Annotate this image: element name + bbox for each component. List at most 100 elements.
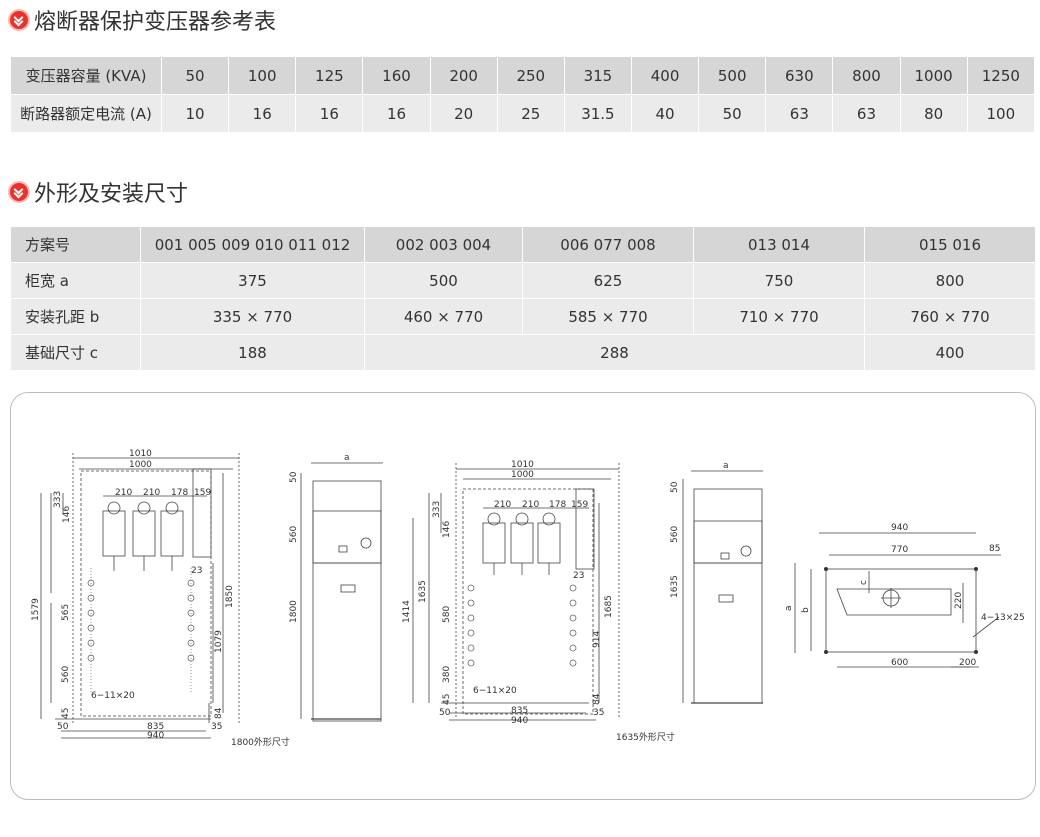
dim-210b: 210 (143, 488, 160, 498)
dimension-table: 方案号 001 005 009 010 011 012 002 003 004 … (10, 226, 1036, 371)
dim-23: 23 (191, 566, 202, 576)
table-cell: 460 × 770 (364, 298, 523, 335)
drawing-1800-side (300, 462, 383, 722)
dim-35: 35 (211, 722, 222, 732)
table-row: 方案号 001 005 009 010 011 012 002 003 004 … (10, 226, 1036, 263)
table-cell: 16 (362, 94, 431, 133)
fuse-reference-table: 变压器容量 (KVA) 50 100 125 160 200 250 315 4… (10, 56, 1036, 133)
row-header-scheme: 方案号 (10, 226, 141, 263)
dim-1000: 1000 (129, 460, 152, 470)
dim-1010: 1010 (129, 449, 152, 459)
dim-940: 940 (511, 716, 528, 726)
dim-914: 914 (592, 631, 602, 648)
table-cell: 315 (563, 56, 632, 95)
drawing-base-plan (794, 532, 1001, 668)
drawing-1800-front (40, 453, 240, 739)
table-row: 安装孔距 b 335 × 770 460 × 770 585 × 770 710… (10, 298, 1036, 335)
table-cell: 500 (364, 262, 523, 299)
table-cell: 013 014 (693, 226, 865, 263)
dim-210a: 210 (115, 488, 132, 498)
table-cell: 20 (429, 94, 498, 133)
table-cell: 16 (228, 94, 297, 133)
section-title-text: 外形及安装尺寸 (34, 182, 189, 207)
row-header-capacity: 变压器容量 (KVA) (10, 56, 162, 95)
dim-1000: 1000 (511, 470, 534, 480)
dim-560: 560 (289, 526, 299, 543)
table-cell: 31.5 (563, 94, 632, 133)
table-cell: 400 (630, 56, 700, 95)
dim-a: a (784, 605, 794, 611)
dim-50: 50 (439, 708, 451, 718)
dim-380: 380 (442, 666, 452, 683)
dim-1850: 1850 (225, 585, 235, 608)
technical-drawings: 1010 1000 210 210 178 159 333 146 1579 5… (31, 449, 1025, 748)
dim-600: 600 (891, 658, 908, 668)
dim-23: 23 (573, 571, 584, 581)
dim-holes: 4−13×25 (981, 613, 1025, 623)
chevron-down-icon (10, 183, 28, 201)
dim-a: a (344, 453, 350, 463)
table-cell: 800 (832, 56, 901, 95)
dim-50: 50 (289, 471, 299, 483)
dim-1010: 1010 (511, 460, 534, 470)
table-cell: 002 003 004 (364, 226, 523, 263)
table-cell: 40 (630, 94, 700, 133)
dim-1635: 1635 (418, 580, 428, 603)
table-cell: 630 (765, 56, 834, 95)
table-cell: 710 × 770 (693, 298, 865, 335)
table-cell: 001 005 009 010 011 012 (140, 226, 365, 263)
dim-holes: 6−11×20 (91, 691, 135, 701)
table-cell: 63 (832, 94, 901, 133)
section-title-text: 熔断器保护变压器参考表 (34, 10, 277, 35)
dim-159: 159 (571, 500, 588, 510)
table-cell: 400 (864, 334, 1036, 371)
table-cell: 25 (496, 94, 565, 133)
dim-84: 84 (214, 707, 224, 719)
table-cell: 10 (160, 94, 230, 133)
table-cell: 80 (899, 94, 968, 133)
table-cell: 585 × 770 (522, 298, 694, 335)
table-cell: 188 (140, 334, 365, 371)
caption-1800: 1800外形尺寸 (231, 736, 290, 748)
row-header-current: 断路器额定电流 (A) (10, 94, 162, 133)
table-cell: 800 (864, 262, 1036, 299)
dim-84: 84 (592, 693, 602, 705)
table-cell: 760 × 770 (864, 298, 1036, 335)
dim-835: 835 (511, 706, 528, 716)
table-cell: 015 016 (864, 226, 1036, 263)
dim-50: 50 (670, 481, 680, 493)
table-cell: 335 × 770 (140, 298, 365, 335)
row-header-width: 柜宽 a (10, 262, 141, 299)
table-cell: 1000 (899, 56, 968, 95)
dim-holes: 6−11×20 (473, 686, 517, 696)
table-cell: 288 (364, 334, 865, 371)
dim-560: 560 (61, 666, 71, 683)
table-cell: 160 (362, 56, 431, 95)
dim-1800: 1800 (289, 600, 299, 623)
dim-580: 580 (442, 606, 452, 623)
dim-c: c (859, 580, 869, 585)
drawing-1635-side (682, 470, 763, 704)
dim-835: 835 (147, 722, 164, 732)
dim-770: 770 (891, 545, 908, 555)
dim-200: 200 (959, 658, 976, 668)
table-cell: 006 077 008 (522, 226, 694, 263)
drawing-panel: 1010 1000 210 210 178 159 333 146 1579 5… (10, 392, 1036, 800)
dim-85: 85 (989, 544, 1000, 554)
dim-178: 178 (171, 488, 188, 498)
dim-50: 50 (57, 722, 69, 732)
table-row: 柜宽 a 375 500 625 750 800 (10, 262, 1036, 299)
table-cell: 16 (295, 94, 364, 133)
table-cell: 625 (522, 262, 694, 299)
table-cell: 125 (295, 56, 364, 95)
dim-1635: 1635 (670, 575, 680, 598)
dim-45: 45 (442, 694, 452, 705)
dim-940: 940 (891, 523, 908, 533)
row-header-hole: 安装孔距 b (10, 298, 141, 335)
dim-220: 220 (954, 592, 964, 609)
dim-560: 560 (670, 526, 680, 543)
dim-1414: 1414 (402, 600, 412, 623)
dim-210a: 210 (494, 500, 511, 510)
dim-a: a (723, 461, 729, 471)
table-row: 基础尺寸 c 188 288 400 (10, 334, 1036, 371)
